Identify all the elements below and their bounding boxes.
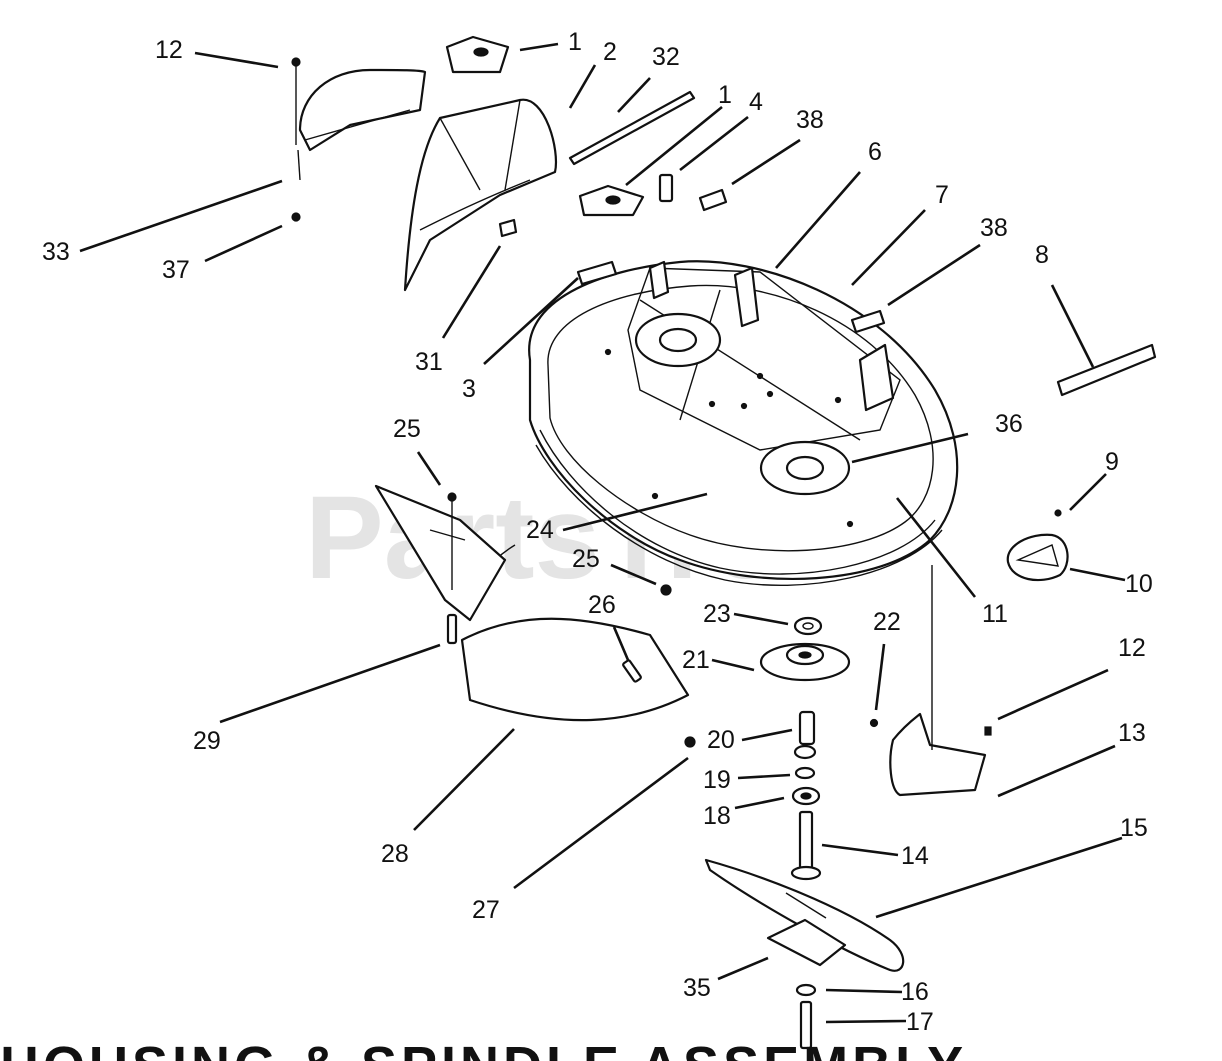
screw-9[interactable] xyxy=(1054,509,1062,517)
callout-1-top[interactable]: 1 xyxy=(568,28,582,56)
callout-23[interactable]: 23 xyxy=(703,600,731,628)
callout-35[interactable]: 35 xyxy=(683,974,711,1002)
nut-27[interactable] xyxy=(684,736,696,748)
nut-25-center[interactable] xyxy=(660,584,672,596)
pivot-pin-32[interactable] xyxy=(568,90,696,166)
bracket-31[interactable] xyxy=(498,218,518,238)
baffle-28[interactable] xyxy=(374,484,690,722)
deck-housing[interactable] xyxy=(528,260,959,586)
callout-29[interactable]: 29 xyxy=(193,727,221,755)
callout-8[interactable]: 8 xyxy=(1035,241,1049,269)
callout-27[interactable]: 27 xyxy=(472,896,500,924)
footer-banner: HOUSING & SPINDLE ASSEMBLY xyxy=(0,1036,967,1061)
callout-21[interactable]: 21 xyxy=(682,646,710,674)
baffle-13[interactable] xyxy=(889,565,987,797)
callout-22[interactable]: 22 xyxy=(873,608,901,636)
bolt-4[interactable] xyxy=(658,173,674,203)
callout-33[interactable]: 33 xyxy=(42,238,70,266)
nut-22[interactable] xyxy=(869,718,879,728)
screw-12-top[interactable] xyxy=(291,57,301,145)
callout-1-middle[interactable]: 1 xyxy=(718,81,732,109)
decal-3[interactable] xyxy=(576,260,618,286)
leader-lines xyxy=(79,42,1126,1024)
adapter-35[interactable] xyxy=(766,918,847,967)
callout-7[interactable]: 7 xyxy=(935,181,949,209)
washer-19[interactable] xyxy=(793,744,817,780)
blade-15[interactable] xyxy=(704,858,905,972)
plate-1-middle[interactable] xyxy=(578,184,645,217)
callout-36[interactable]: 36 xyxy=(995,410,1023,438)
bearing-23[interactable] xyxy=(793,616,823,636)
chute-deflector-33[interactable] xyxy=(297,68,427,181)
screw-25-left[interactable] xyxy=(447,492,457,590)
pulley-18[interactable] xyxy=(791,786,821,806)
callout-26[interactable]: 26 xyxy=(588,591,616,619)
callout-25-center[interactable]: 25 xyxy=(572,545,600,573)
callout-16[interactable]: 16 xyxy=(901,978,929,1006)
callout-18[interactable]: 18 xyxy=(703,802,731,830)
nut-37[interactable] xyxy=(291,212,301,222)
callout-38-right[interactable]: 38 xyxy=(980,214,1008,242)
screw-12-right[interactable] xyxy=(984,726,992,736)
bolt-26[interactable] xyxy=(622,659,642,683)
callout-37[interactable]: 37 xyxy=(162,256,190,284)
discharge-chute[interactable] xyxy=(403,98,557,292)
decal-38-right[interactable] xyxy=(850,309,886,334)
callout-31[interactable]: 31 xyxy=(415,348,443,376)
spacer-20[interactable] xyxy=(798,710,816,746)
callout-12-right[interactable]: 12 xyxy=(1118,634,1146,662)
callout-4[interactable]: 4 xyxy=(749,88,763,116)
callout-28[interactable]: 28 xyxy=(381,840,409,868)
callout-24[interactable]: 24 xyxy=(526,516,554,544)
callout-11[interactable]: 11 xyxy=(982,600,1008,628)
decal-8[interactable] xyxy=(1056,343,1157,397)
callout-32[interactable]: 32 xyxy=(652,43,680,71)
spindle-housing-21[interactable] xyxy=(759,642,851,682)
callout-13[interactable]: 13 xyxy=(1118,719,1146,747)
callout-20[interactable]: 20 xyxy=(707,726,735,754)
callout-labels: 12 1 2 32 1 4 38 6 7 38 8 33 37 31 3 36 … xyxy=(42,28,1153,1036)
callout-15[interactable]: 15 xyxy=(1120,814,1148,842)
knob-10[interactable] xyxy=(1006,533,1069,582)
callout-14[interactable]: 14 xyxy=(901,842,929,870)
decal-38-top[interactable] xyxy=(698,188,728,212)
shaft-14[interactable] xyxy=(790,810,822,881)
bolt-17[interactable] xyxy=(799,1000,813,1050)
bolt-29[interactable] xyxy=(446,613,458,645)
callout-2[interactable]: 2 xyxy=(603,38,617,66)
callout-25-left[interactable]: 25 xyxy=(393,415,421,443)
callout-19[interactable]: 19 xyxy=(703,766,731,794)
washer-16[interactable] xyxy=(795,983,817,997)
callout-12-top[interactable]: 12 xyxy=(155,36,183,64)
callout-17[interactable]: 17 xyxy=(906,1008,934,1036)
callout-10[interactable]: 10 xyxy=(1125,570,1153,598)
plate-1-top[interactable] xyxy=(445,35,510,74)
callout-38-top[interactable]: 38 xyxy=(796,106,824,134)
callout-3[interactable]: 3 xyxy=(462,375,476,403)
callout-9[interactable]: 9 xyxy=(1105,448,1119,476)
callout-6[interactable]: 6 xyxy=(868,138,882,166)
